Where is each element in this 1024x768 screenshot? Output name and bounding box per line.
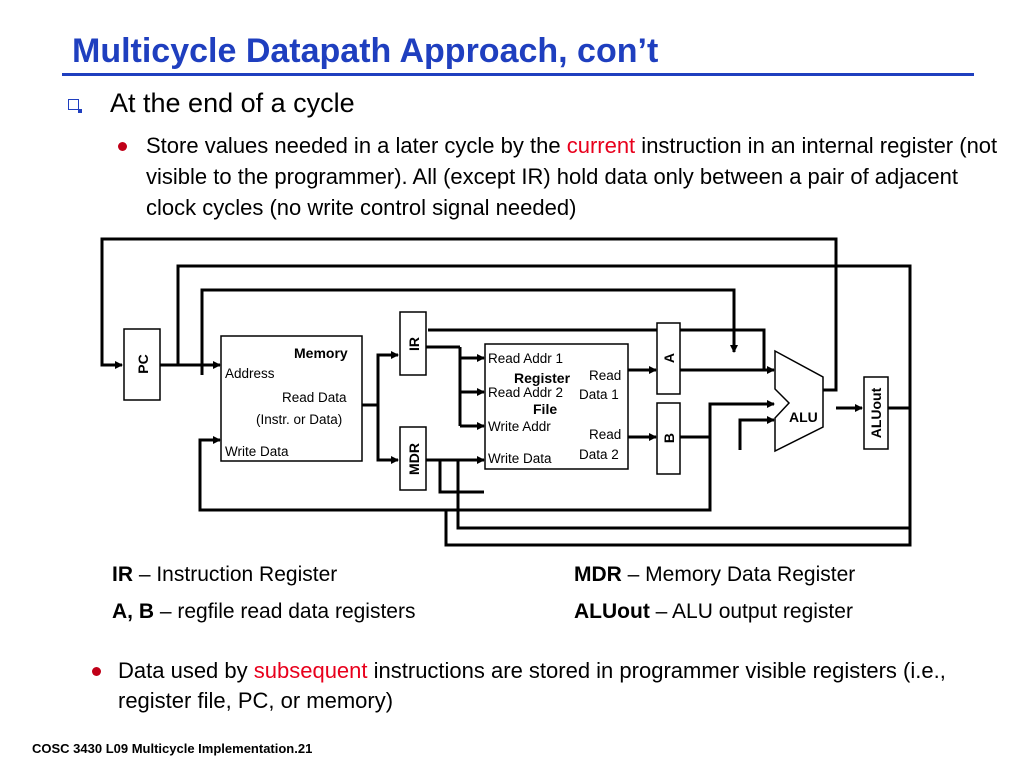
wire-aluout-memory (444, 510, 912, 547)
sub-bullet-text-a: Store values needed in a later cycle by … (146, 133, 567, 158)
wire-imm-alu (738, 416, 775, 450)
pc-register (123, 328, 161, 401)
def-mdr: MDR – Memory Data Register (574, 563, 855, 587)
def-mdr-desc: – Memory Data Register (621, 563, 856, 586)
rf-read-addr1: Read Addr 1 (488, 351, 563, 366)
title-underline (62, 73, 974, 76)
alu-unit (774, 349, 824, 453)
sub-bullet2-text-a: Data used by (118, 658, 254, 683)
def-aluout-desc: – ALU output register (649, 600, 853, 623)
slide-title: Multicycle Datapath Approach, con’t (72, 32, 659, 70)
wire-alu-address (200, 288, 738, 375)
bullet-dot-icon (92, 667, 101, 676)
rf-title-register: Register (514, 370, 571, 386)
def-ab: A, B – regfile read data registers (112, 600, 415, 624)
rf-read-addr2: Read Addr 2 (488, 385, 563, 400)
def-ir: IR – Instruction Register (112, 563, 337, 587)
alu-label: ALU (789, 409, 818, 425)
aluout-register (863, 376, 889, 450)
ir-register (399, 311, 427, 376)
register-file (484, 343, 629, 470)
wire-alu-pc (100, 237, 838, 392)
rf-title-file: File (533, 401, 557, 417)
def-ab-desc: – regfile read data registers (154, 600, 416, 623)
b-register (656, 402, 681, 475)
a-register (656, 322, 681, 395)
def-ir-term: IR (112, 563, 133, 586)
memory-write-data: Write Data (225, 444, 289, 459)
memory-title: Memory (294, 345, 348, 361)
memory-read-data-note: (Instr. or Data) (256, 412, 342, 427)
a-label: A (661, 353, 677, 363)
sub-bullet-subsequent: Data used by subsequent instructions are… (118, 656, 998, 716)
checkbox-bullet-icon (68, 99, 82, 113)
bullet-end-of-cycle: At the end of a cycle (110, 88, 355, 118)
aluout-label: ALUout (868, 387, 884, 438)
slide-footer: COSC 3430 L09 Multicycle Implementation.… (32, 741, 313, 756)
def-ir-desc: – Instruction Register (133, 563, 338, 586)
sub-bullet-current: Store values needed in a later cycle by … (146, 130, 1006, 223)
sub-bullet-text-b: instruction in an internal register (not… (146, 133, 998, 220)
b-label: B (661, 433, 677, 443)
memory-read-data: Read Data (282, 390, 347, 405)
def-ab-term: A, B (112, 600, 154, 623)
wire-b-alu (680, 400, 775, 439)
highlight-current: current (566, 133, 636, 158)
wire-b-writedata (198, 436, 712, 512)
wire-memread-ir-mdr (362, 351, 399, 407)
rf-read1-a: Read (589, 368, 621, 383)
sub-bullet2-text-b: instructions are stored in programmer vi… (118, 658, 946, 713)
pc-label: PC (135, 354, 151, 373)
rf-read1-b: Data 1 (579, 387, 619, 402)
memory-address: Address (225, 366, 275, 381)
def-aluout: ALUout – ALU output register (574, 600, 853, 624)
rf-write-addr: Write Addr (488, 419, 551, 434)
bullet-dot-icon (118, 142, 127, 151)
rf-read2-a: Read (589, 427, 621, 442)
wire-memread-mdr (376, 405, 399, 464)
mdr-register (399, 426, 427, 491)
ir-label: IR (406, 337, 422, 351)
rf-write-data: Write Data (488, 451, 552, 466)
wire-mdr-regfile (426, 458, 484, 494)
def-mdr-term: MDR (574, 563, 622, 586)
memory-unit (220, 335, 363, 462)
def-aluout-term: ALUout (574, 600, 650, 623)
rf-read2-b: Data 2 (579, 447, 619, 462)
mdr-label: MDR (406, 443, 422, 475)
highlight-subsequent: subsequent (253, 658, 368, 683)
